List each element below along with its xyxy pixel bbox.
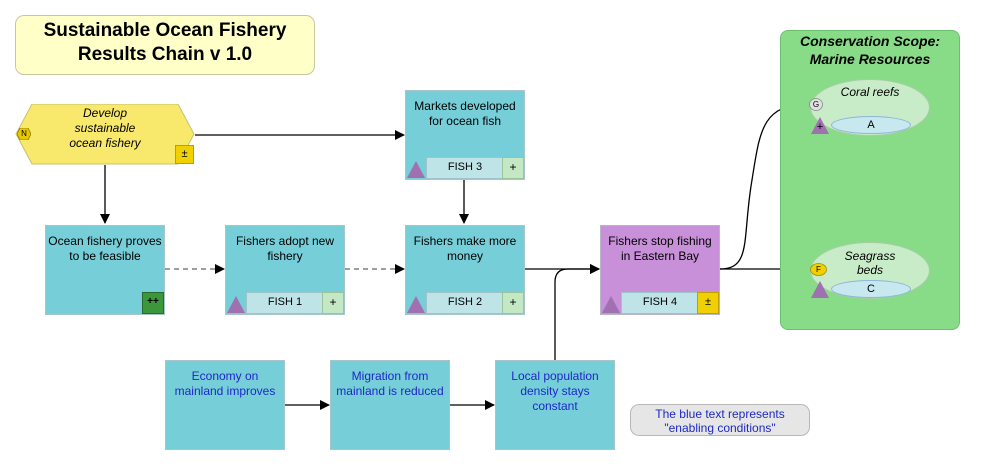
double-plus-button[interactable]: ++ — [142, 292, 164, 314]
plus-button[interactable]: + — [502, 157, 524, 179]
result-fishers-make-more-money[interactable]: Fishers make more money FISH 2 + — [405, 225, 525, 315]
target-coral-reefs[interactable]: Coral reefs A — [810, 79, 930, 136]
enabling-label: Migration from mainland is reduced — [336, 369, 444, 398]
target-label: Coral reefs — [840, 85, 900, 99]
target-rating: C — [831, 280, 911, 298]
plus-button[interactable]: + — [502, 292, 524, 314]
result-fishers-stop-fishing[interactable]: Fishers stop fishing in Eastern Bay FISH… — [600, 225, 720, 315]
result-code: FISH 3 — [426, 157, 504, 179]
result-label: Fishers stop fishing in Eastern Bay — [608, 234, 712, 263]
result-label: Fishers make more money — [413, 234, 517, 263]
strategy-hexagon-shape — [15, 104, 195, 165]
result-code: FISH 2 — [426, 292, 504, 314]
enabling-density-constant[interactable]: Local population density stays constant — [495, 360, 615, 450]
enabling-conditions-note: The blue text represents "enabling condi… — [630, 404, 810, 436]
result-code: FISH 4 — [621, 292, 699, 314]
result-fishers-adopt-new-fishery[interactable]: Fishers adopt new fishery FISH 1 + — [225, 225, 345, 315]
strategy-plusminus-button[interactable]: ± — [175, 145, 194, 164]
seagrass-f-badge-label: F — [816, 265, 821, 274]
plus-button[interactable]: + — [322, 292, 344, 314]
diagram-title: Sustainable Ocean Fishery Results Chain … — [15, 15, 315, 75]
indicator-triangle-icon[interactable] — [227, 296, 245, 313]
scope-title-line-2: Marine Resources — [809, 51, 931, 67]
enabling-economy-improves[interactable]: Economy on mainland improves — [165, 360, 285, 450]
title-line-1: Sustainable Ocean Fishery — [43, 20, 287, 41]
scope-title: Conservation Scope: Marine Resources — [780, 32, 960, 68]
coral-plus-mark: + — [816, 121, 824, 133]
strategy-label: Develop sustainable ocean fishery — [69, 106, 141, 150]
enabling-label: Local population density stays constant — [511, 369, 599, 413]
title-line-2: Results Chain v 1.0 — [77, 44, 253, 65]
plusminus-button[interactable]: ± — [697, 292, 719, 314]
result-markets-developed[interactable]: Markets developed for ocean fish FISH 3 … — [405, 90, 525, 180]
result-ocean-fishery-feasible[interactable]: Ocean fishery proves to be feasible ++ — [45, 225, 165, 315]
target-label: Seagrass beds — [844, 249, 896, 277]
result-code: FISH 1 — [246, 292, 324, 314]
strategy-n-badge: N — [17, 128, 31, 140]
strategy-n-badge-label: N — [21, 129, 27, 138]
enabling-label: Economy on mainland improves — [174, 369, 276, 398]
coral-g-badge: G — [809, 98, 823, 111]
indicator-triangle-icon[interactable] — [602, 296, 620, 313]
coral-g-badge-label: G — [812, 100, 820, 109]
result-label: Fishers adopt new fishery — [235, 234, 335, 263]
target-rating: A — [831, 116, 911, 134]
arrow-stop-to-coral — [719, 99, 811, 270]
scope-title-line-1: Conservation Scope: — [799, 33, 941, 49]
arrow-density-to-stop — [554, 264, 600, 360]
seagrass-indicator-triangle-icon[interactable] — [811, 281, 829, 298]
indicator-triangle-icon[interactable] — [407, 296, 425, 313]
strategy-node[interactable]: Develop sustainable ocean fishery N ± — [15, 104, 195, 165]
target-seagrass-beds[interactable]: Seagrass beds C — [810, 242, 930, 299]
result-label: Ocean fishery proves to be feasible — [48, 234, 162, 263]
coral-indicator-triangle-icon[interactable]: + — [811, 117, 829, 134]
enabling-migration-reduced[interactable]: Migration from mainland is reduced — [330, 360, 450, 450]
indicator-triangle-icon[interactable] — [407, 161, 425, 178]
result-label: Markets developed for ocean fish — [414, 99, 516, 128]
seagrass-f-badge: F — [810, 263, 827, 276]
